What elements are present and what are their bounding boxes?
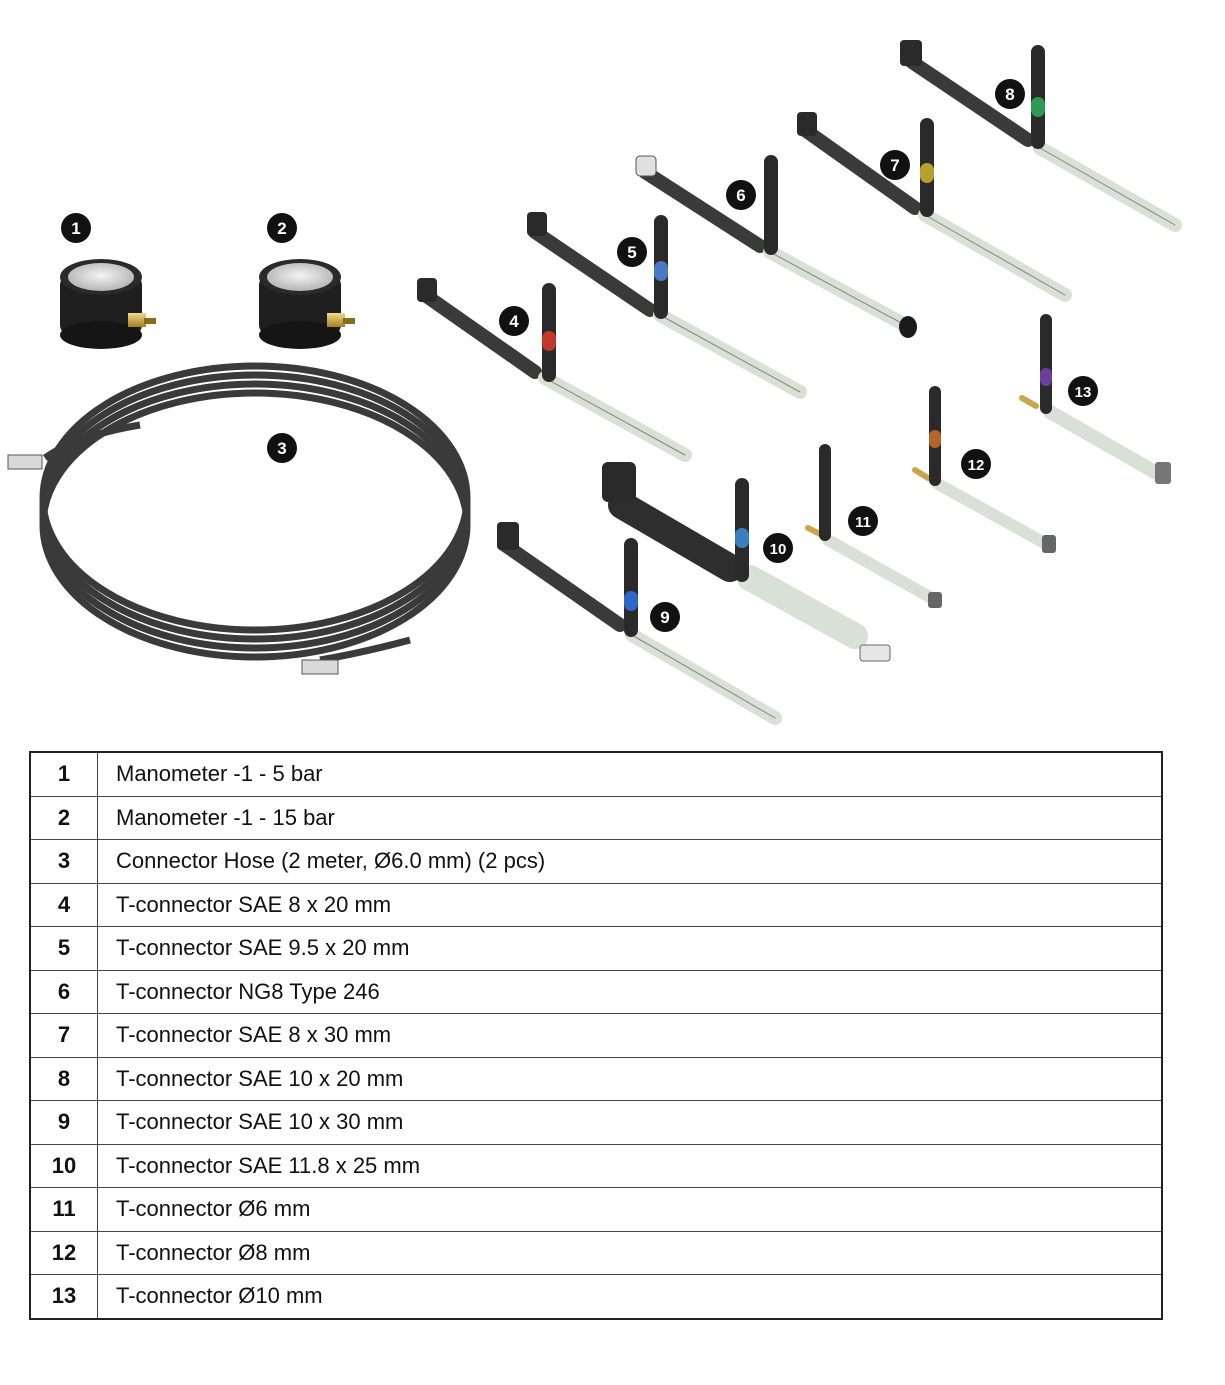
part-number: 10 <box>30 1143 98 1188</box>
svg-text:13: 13 <box>1075 384 1092 401</box>
svg-text:11: 11 <box>855 514 871 531</box>
t-connector-4-illustration <box>417 278 692 462</box>
svg-text:3: 3 <box>277 439 286 458</box>
part-number: 13 <box>30 1274 98 1319</box>
callout-8: 8 <box>995 79 1025 109</box>
part-number: 6 <box>30 969 98 1014</box>
callout-9: 9 <box>650 602 680 632</box>
part-description: T-connector SAE 10 x 20 mm <box>97 1056 1162 1101</box>
t-connector-7-illustration <box>797 112 1072 302</box>
part-description: T-connector SAE 11.8 x 25 mm <box>97 1143 1162 1188</box>
table-row: 1 Manometer -1 - 5 bar <box>30 752 1162 796</box>
parts-illustration: 1 2 3 4 5 6 7 8 9 10 11 12 13 <box>7 40 1182 725</box>
svg-text:6: 6 <box>736 186 745 205</box>
part-description: T-connector SAE 8 x 20 mm <box>97 882 1162 927</box>
t-connector-9-illustration <box>497 522 782 725</box>
callout-10: 10 <box>763 533 793 563</box>
part-description: Manometer -1 - 15 bar <box>97 795 1162 840</box>
callout-3: 3 <box>267 433 297 463</box>
svg-text:10: 10 <box>770 541 787 558</box>
part-description: T-connector SAE 10 x 30 mm <box>97 1100 1162 1144</box>
svg-text:2: 2 <box>277 219 286 238</box>
callout-5: 5 <box>617 237 647 267</box>
hose-end-fittings <box>7 454 339 675</box>
svg-text:12: 12 <box>968 457 985 474</box>
t-connector-10-illustration <box>602 462 891 662</box>
manometer-1-illustration <box>60 259 156 349</box>
t-connector-13-illustration <box>1019 314 1171 484</box>
part-number: 5 <box>30 926 98 970</box>
t-connectors-illustration <box>417 40 1182 725</box>
part-description: T-connector Ø10 mm <box>97 1274 1162 1319</box>
part-description: Manometer -1 - 5 bar <box>116 761 323 787</box>
part-description: Connector Hose (2 meter, Ø6.0 mm) (2 pcs… <box>97 839 1162 883</box>
callout-2: 2 <box>267 213 297 243</box>
part-description: T-connector SAE 9.5 x 20 mm <box>97 926 1162 970</box>
manometer-2-illustration <box>259 259 355 349</box>
t-connector-5-illustration <box>527 212 807 399</box>
callout-12: 12 <box>961 449 991 479</box>
svg-text:9: 9 <box>660 608 669 627</box>
svg-text:1: 1 <box>71 219 80 238</box>
svg-text:5: 5 <box>627 243 636 262</box>
part-number: 8 <box>30 1056 98 1101</box>
connector-hose-illustration <box>39 362 471 664</box>
callout-13: 13 <box>1068 376 1098 406</box>
part-number: 1 <box>30 752 98 796</box>
t-connector-12-illustration <box>912 386 1056 553</box>
callout-7: 7 <box>880 150 910 180</box>
callout-4: 4 <box>499 306 529 336</box>
t-connector-11-illustration <box>805 444 942 608</box>
part-description: T-connector NG8 Type 246 <box>97 969 1162 1014</box>
part-number: 11 <box>30 1187 98 1231</box>
part-number: 9 <box>30 1100 98 1144</box>
part-number: 4 <box>30 882 98 927</box>
part-description: T-connector Ø6 mm <box>97 1187 1162 1231</box>
svg-text:8: 8 <box>1005 85 1014 104</box>
part-number: 12 <box>30 1230 98 1275</box>
part-number: 3 <box>30 839 98 883</box>
svg-text:4: 4 <box>509 312 519 331</box>
t-connector-6-illustration <box>635 155 917 338</box>
t-connector-8-illustration <box>900 40 1182 232</box>
callout-11: 11 <box>848 506 878 536</box>
part-description: T-connector Ø8 mm <box>97 1230 1162 1275</box>
callout-6: 6 <box>726 180 756 210</box>
part-description: T-connector SAE 8 x 30 mm <box>97 1013 1162 1057</box>
svg-text:7: 7 <box>890 156 899 175</box>
part-number: 2 <box>30 795 98 840</box>
callout-1: 1 <box>61 213 91 243</box>
part-number: 7 <box>30 1013 98 1057</box>
